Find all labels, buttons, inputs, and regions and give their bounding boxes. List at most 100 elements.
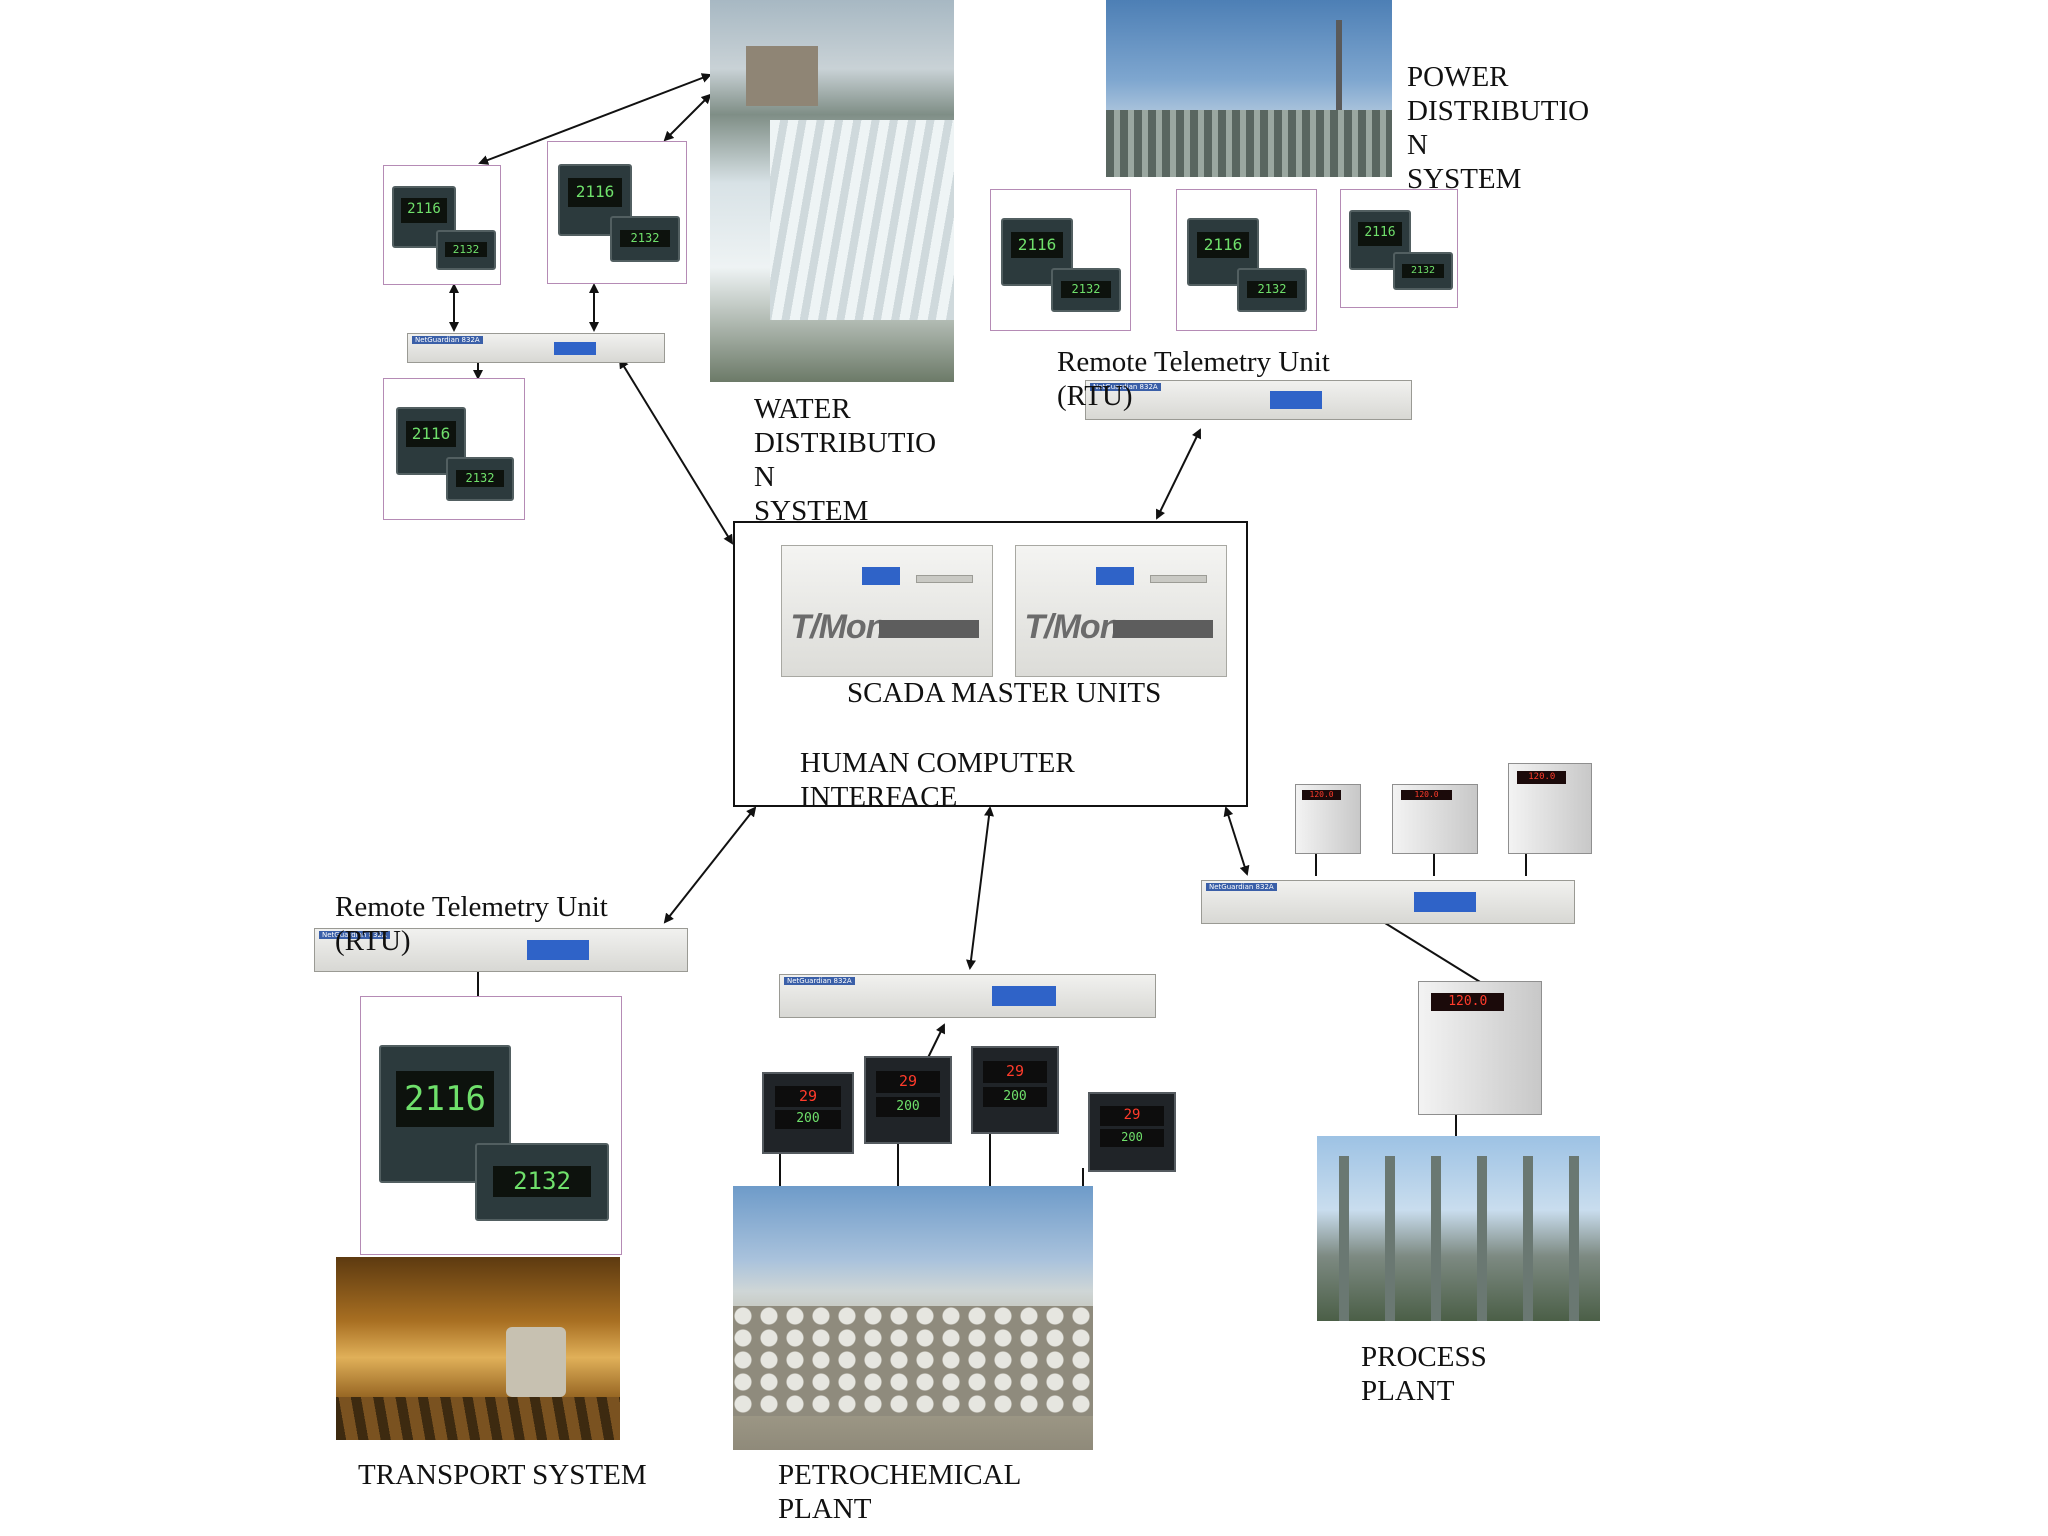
process-instrument-2: 120.0 xyxy=(1392,784,1478,854)
hci-label: HUMAN COMPUTER INTERFACE xyxy=(800,746,1075,814)
label-line: N xyxy=(1407,129,1428,161)
train-station-photo xyxy=(336,1257,620,1440)
controller-large-display: 2116 xyxy=(401,198,447,223)
controller-small: 2132 xyxy=(610,216,680,262)
instrument-display: 120.0 xyxy=(1431,992,1505,1012)
controller-large-display: 2116 xyxy=(1357,222,1403,246)
rack-lcd xyxy=(527,940,589,960)
instrument-display: 120.0 xyxy=(1517,771,1567,784)
instrument-display: 120.0 xyxy=(1401,790,1452,800)
power-rtu-rack: NetGuardian 832A xyxy=(1085,380,1412,420)
rack-brand: NetGuardian 832A xyxy=(412,336,483,344)
label-line: PETROCHEMICAL xyxy=(778,1459,1022,1491)
pid-pv-display: 29 xyxy=(983,1061,1047,1084)
label-line: (RTU) xyxy=(1057,380,1133,412)
controller-small-display: 2132 xyxy=(492,1165,592,1197)
line-process-rack-to-instrument xyxy=(1384,922,1486,986)
label-line: INTERFACE xyxy=(800,781,958,813)
instrument-display: 120.0 xyxy=(1302,790,1341,800)
dam-building xyxy=(746,46,818,106)
controller-large-display: 2116 xyxy=(568,178,622,207)
master-lcd xyxy=(1095,566,1134,585)
petrochemical-plant-photo xyxy=(733,1186,1093,1450)
arrow-water-rack-to-master xyxy=(618,358,734,545)
label-line: HUMAN COMPUTER xyxy=(800,747,1075,779)
rack-brand: NetGuardian 832A xyxy=(1090,383,1161,391)
platform xyxy=(336,1397,620,1440)
label-line: (RTU) xyxy=(335,925,411,957)
controller-small-display: 2132 xyxy=(619,229,671,248)
label-line: PLANT xyxy=(1361,1375,1455,1407)
arrow-water-to-controller-b xyxy=(663,93,712,142)
pid-pv-display: 29 xyxy=(1100,1106,1164,1126)
master-lcd xyxy=(861,566,900,585)
master-logo-bar xyxy=(1112,620,1214,639)
rack-brand: NetGuardian 832A xyxy=(1206,883,1277,891)
label-line: PLANT xyxy=(778,1493,872,1525)
pid-sv-display: 200 xyxy=(774,1109,842,1129)
petro-rtu-rack: NetGuardian 832A xyxy=(779,974,1156,1018)
controller-small-display: 2132 xyxy=(1401,263,1445,278)
master-unit-2: T/Mon xyxy=(1015,545,1227,677)
controller-large: 2116 xyxy=(379,1045,511,1183)
refinery-towers xyxy=(1317,1156,1600,1321)
controller-frame-water-c: 2116 2132 xyxy=(383,378,525,520)
rack-brand: NetGuardian 832A xyxy=(784,977,855,985)
controller-small: 2132 xyxy=(475,1143,609,1221)
label-line: SYSTEM xyxy=(754,495,869,527)
process-instrument-1: 120.0 xyxy=(1295,784,1361,854)
transport-system-label: TRANSPORT SYSTEM xyxy=(358,1458,647,1492)
controller-large-display: 2116 xyxy=(1011,231,1063,259)
arrow-master-to-process-rack xyxy=(1223,806,1250,876)
label-line: SCADA MASTER UNITS xyxy=(847,677,1162,709)
rack-lcd xyxy=(992,986,1056,1006)
process-instrument-main: 120.0 xyxy=(1418,981,1542,1115)
scada-master-box xyxy=(733,521,1248,807)
controller-large-display: 2116 xyxy=(396,1071,494,1128)
master-drive xyxy=(916,574,973,584)
power-distribution-label: POWER DISTRIBUTIO N SYSTEM xyxy=(1407,60,1589,196)
controller-small-display: 2132 xyxy=(444,242,488,258)
water-distribution-label: WATER DISTRIBUTIO N SYSTEM xyxy=(754,392,936,528)
controller-frame-power-b: 2116 2132 xyxy=(1176,189,1317,331)
transport-rtu-rack: NetGuardian 832A xyxy=(314,928,688,972)
controller-small: 2132 xyxy=(1393,252,1453,290)
label-line: TRANSPORT SYSTEM xyxy=(358,1459,647,1491)
label-line: DISTRIBUTIO xyxy=(1407,95,1590,127)
label-line: POWER xyxy=(1407,61,1509,93)
process-instrument-3: 120.0 xyxy=(1508,763,1592,854)
master-drive xyxy=(1150,574,1207,584)
refinery-photo xyxy=(1317,1136,1600,1321)
rack-brand: NetGuardian 832A xyxy=(319,931,390,939)
rack-lcd xyxy=(1414,892,1476,912)
label-line: WATER xyxy=(754,393,851,425)
controller-large-display: 2116 xyxy=(405,420,457,448)
pid-sv-display: 200 xyxy=(1100,1128,1164,1148)
process-plant-label: PROCESS PLANT xyxy=(1361,1340,1487,1408)
controller-frame-water-b: 2116 2132 xyxy=(547,141,687,284)
pid-controller-2: 29 200 xyxy=(864,1056,952,1144)
controller-frame-water-a: 2116 2132 xyxy=(383,165,501,285)
arrow-master-to-transport-rtu xyxy=(663,806,757,924)
controller-small-display: 2132 xyxy=(1246,281,1298,298)
label-line: SYSTEM xyxy=(1407,163,1522,195)
master-unit-1: T/Mon xyxy=(781,545,993,677)
controller-small-display: 2132 xyxy=(1060,281,1112,298)
pid-sv-display: 200 xyxy=(876,1096,940,1117)
water-dam-photo xyxy=(710,0,954,382)
rtu-label-left: Remote Telemetry Unit (RTU) xyxy=(335,890,608,958)
controller-small: 2132 xyxy=(436,230,496,270)
pid-pv-display: 29 xyxy=(876,1071,940,1094)
power-substation-photo xyxy=(1106,0,1392,177)
arrow-water-to-controller-a xyxy=(478,73,712,165)
pid-sv-display: 200 xyxy=(983,1086,1047,1107)
pid-controller-3: 29 200 xyxy=(971,1046,1059,1134)
master-logo-bar xyxy=(878,620,980,639)
controller-frame-transport: 2116 2132 xyxy=(360,996,622,1255)
label-line: N xyxy=(754,461,775,493)
pid-controller-4: 29 200 xyxy=(1088,1092,1176,1172)
train xyxy=(506,1327,566,1397)
arrow-master-to-petro-rack xyxy=(966,806,994,970)
arrow-power-rtu-to-master xyxy=(1156,428,1201,520)
pid-pv-display: 29 xyxy=(774,1086,842,1107)
